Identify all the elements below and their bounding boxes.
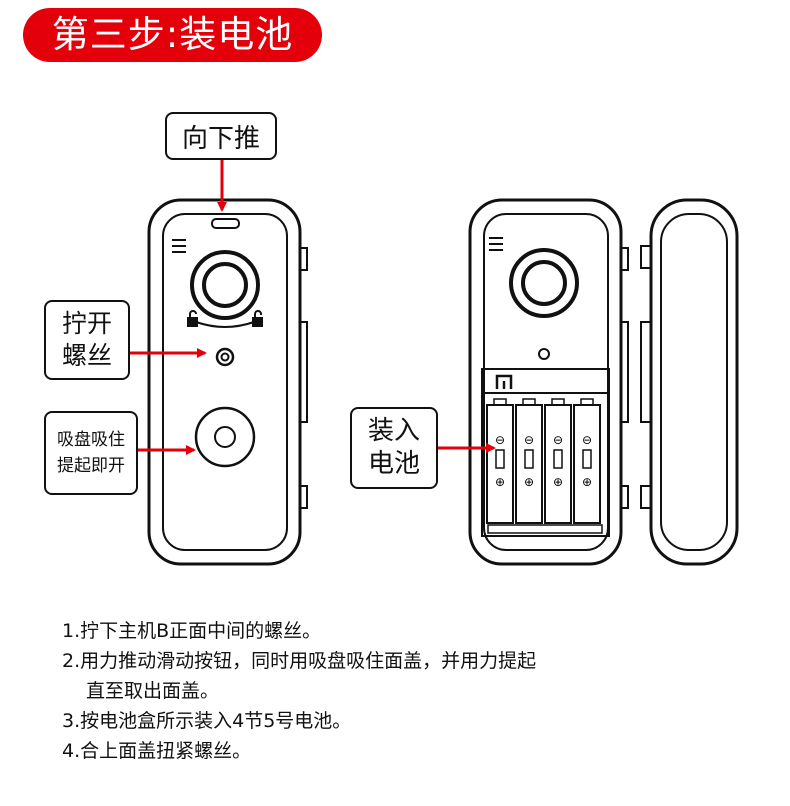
step-3: 3.按电池盒所示装入4节5号电池。	[62, 710, 352, 732]
step-2-continuation: 直至取出面盖。	[86, 680, 220, 702]
callout-unscrew-line2: 螺丝	[61, 341, 112, 370]
opened-unit-right	[468, 198, 629, 566]
step-4: 4.合上面盖扭紧螺丝。	[62, 740, 252, 762]
callout-suction-line2: 提起即开	[57, 456, 125, 476]
screw-icon	[215, 347, 235, 367]
battery-slot: ⊖⊕	[515, 398, 543, 524]
callout-suction: 吸盘吸住 提起即开	[44, 411, 138, 495]
lock-icon	[187, 310, 198, 327]
positive-terminal-icon: ⊕	[582, 475, 592, 489]
battery-slot: ⊖⊕	[486, 398, 514, 524]
step-1: 1.拧下主机B正面中间的螺丝。	[62, 620, 322, 642]
callout-push-down-label: 向下推	[181, 123, 260, 154]
battery-slots: ⊖⊕⊖⊕⊖⊕⊖⊕	[486, 398, 601, 524]
callout-unscrew-line1: 拧开	[61, 309, 112, 338]
battery-slot: ⊖⊕	[573, 398, 601, 524]
negative-terminal-icon: ⊖	[524, 433, 534, 447]
callout-suction-line1: 吸盘吸住	[57, 430, 125, 450]
negative-terminal-icon: ⊖	[495, 433, 505, 447]
callout-push-down: 向下推	[165, 112, 277, 160]
negative-terminal-icon: ⊖	[553, 433, 563, 447]
callout-install-battery: 装入 电池	[350, 407, 438, 489]
callout-battery-line1: 装入	[367, 416, 420, 446]
positive-terminal-icon: ⊕	[495, 475, 505, 489]
callout-battery-line2: 电池	[367, 449, 420, 479]
unlock-icon	[252, 310, 263, 327]
speaker-grille-icon	[172, 239, 186, 253]
positive-terminal-icon: ⊕	[524, 475, 534, 489]
battery-slot: ⊖⊕	[544, 398, 572, 524]
positive-terminal-icon: ⊕	[553, 475, 563, 489]
sensor-ring	[190, 250, 260, 320]
instruction-list: 1.拧下主机B正面中间的螺丝。 2.用力推动滑动按钮，同时用吸盘吸住面盖，并用力…	[62, 616, 762, 766]
removed-cover	[649, 198, 739, 566]
negative-terminal-icon: ⊖	[582, 433, 592, 447]
callout-unscrew: 拧开 螺丝	[44, 300, 130, 380]
step-2-text: 2.用力推动滑动按钮，同时用吸盘吸住面盖，并用力提起	[62, 650, 537, 672]
slide-button	[211, 218, 240, 229]
step-2: 2.用力推动滑动按钮，同时用吸盘吸住面盖，并用力提起 直至取出面盖。	[62, 646, 762, 706]
suction-area	[194, 406, 256, 468]
step-title: 第三步:装电池	[23, 8, 322, 62]
main-unit-left	[147, 198, 308, 566]
